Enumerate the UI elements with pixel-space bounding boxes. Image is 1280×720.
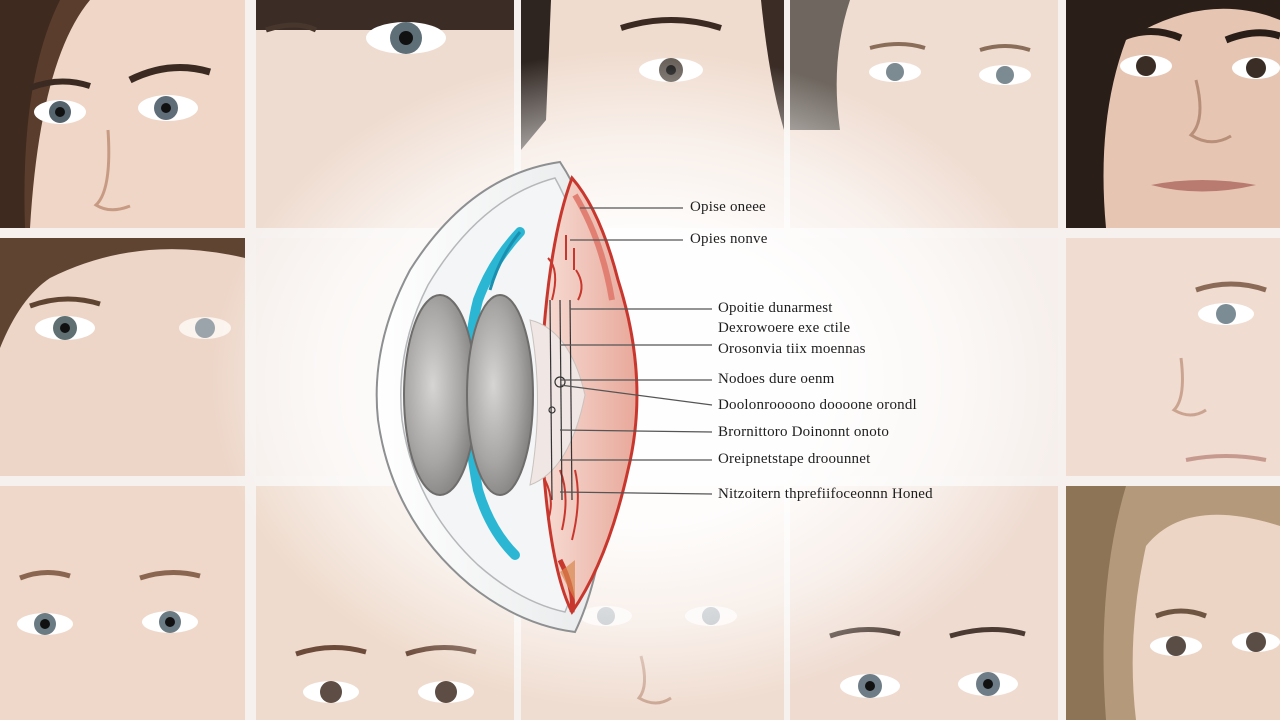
lens-outer bbox=[403, 294, 477, 496]
lens-inner bbox=[466, 294, 534, 496]
diagram-label: Doolonroooono doooone orondl bbox=[718, 397, 917, 413]
diagram-label: Opise oneee bbox=[690, 199, 766, 215]
diagram-label: Nitzoitern thprefiifoceonnn Honed bbox=[718, 486, 933, 502]
diagram-label: Nodoes dure oenm bbox=[718, 371, 835, 387]
retinal-vessels-dark bbox=[548, 299, 573, 501]
diagram-label: Oreipnetstape droounnet bbox=[718, 451, 871, 467]
diagram-label: Dexrowoere exe ctile bbox=[718, 320, 851, 336]
diagram-label: Orosonvia tiix moennas bbox=[718, 341, 866, 357]
diagram-label: Brornittoro Doinonnt onoto bbox=[718, 424, 890, 440]
diagram-label: Opies nonve bbox=[690, 231, 768, 247]
diagram-label: Opoitie dunarmest bbox=[718, 300, 833, 316]
leader-lines bbox=[559, 207, 713, 495]
